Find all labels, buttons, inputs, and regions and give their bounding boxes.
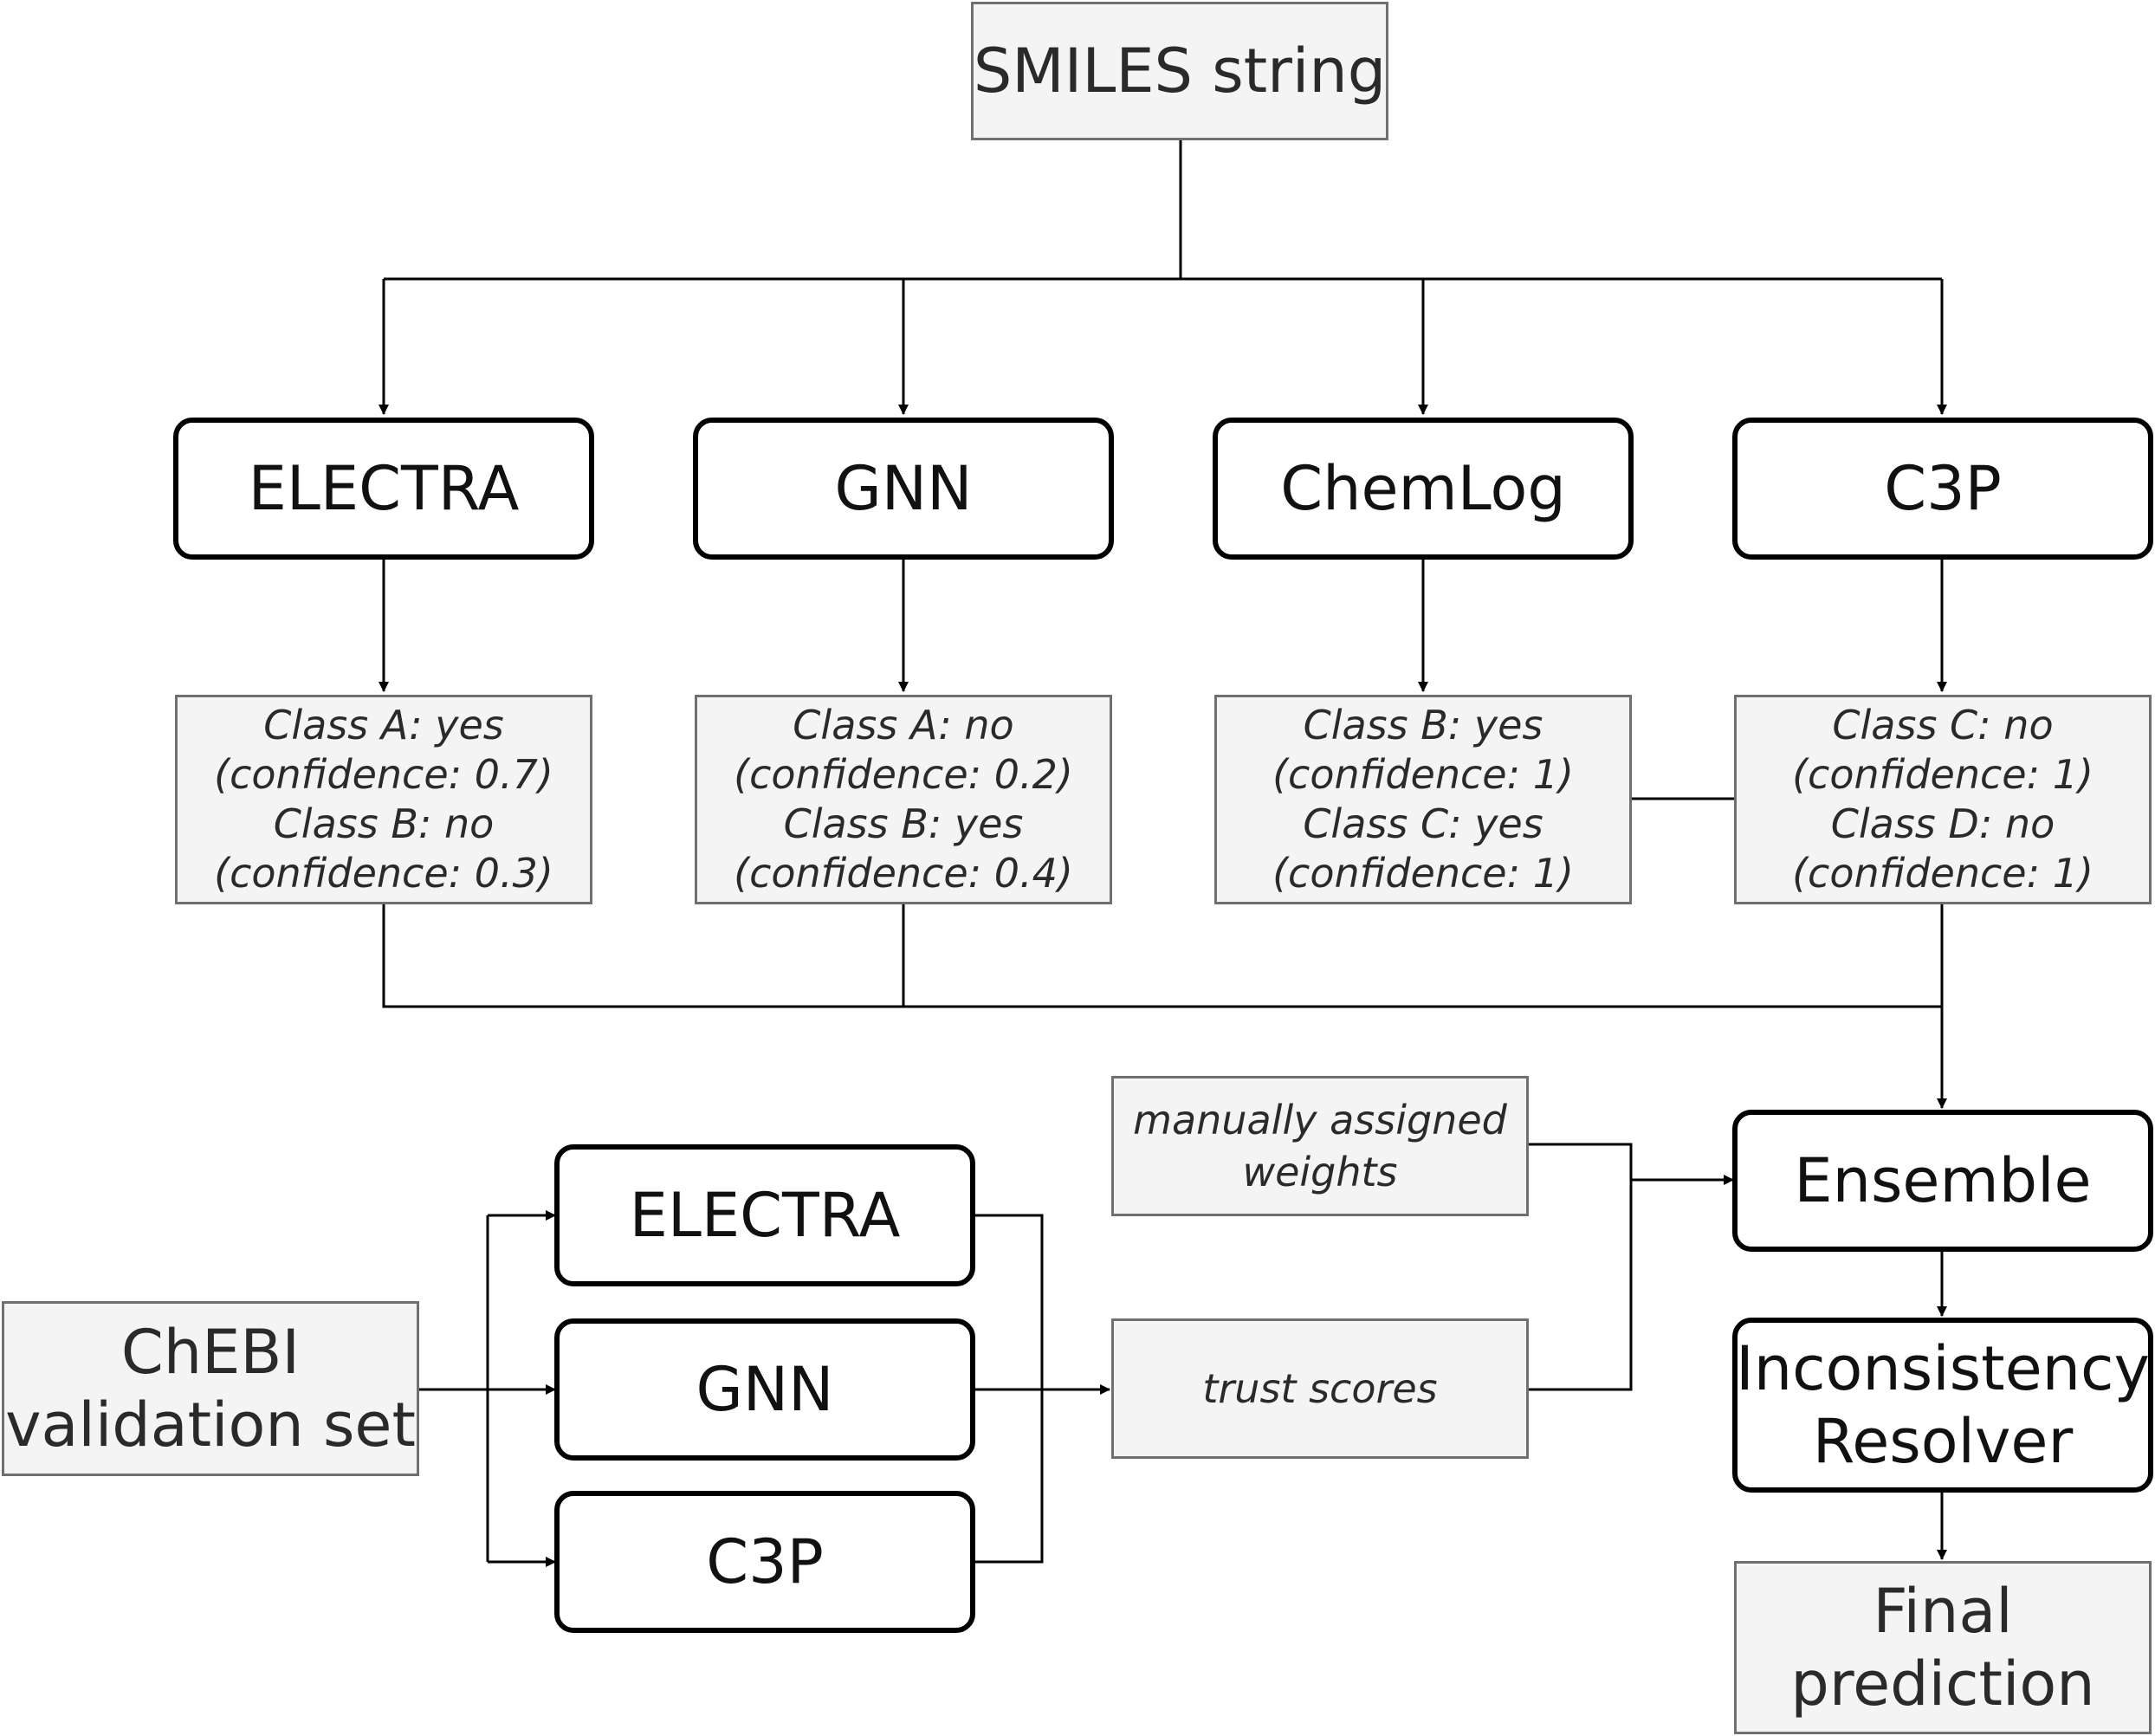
output-line: (confidence: 1) <box>1272 751 1574 798</box>
output-line: Class B: yes <box>783 800 1024 847</box>
model-label: ELECTRA <box>248 453 520 524</box>
validation-model-c3p: C3P <box>554 1491 975 1633</box>
validation-model-label: C3P <box>706 1526 824 1597</box>
chebi-line: validation set <box>5 1389 416 1461</box>
model-label: C3P <box>1884 453 2002 524</box>
output-line: (confidence: 1) <box>1272 850 1574 897</box>
chebi-line: ChEBI <box>120 1317 301 1388</box>
final-prediction-node: Final prediction <box>1734 1561 2152 1734</box>
validation-model-electra: ELECTRA <box>554 1144 975 1286</box>
output-line: Class D: no <box>1830 800 2055 847</box>
validation-model-label: GNN <box>696 1354 834 1425</box>
output-line: Class B: no <box>273 800 495 847</box>
smiles-input-node: SMILES string <box>971 2 1388 140</box>
edge-outputs-merge <box>382 903 1942 1008</box>
ensemble-label: Ensemble <box>1794 1145 2092 1216</box>
output-line: (confidence: 0.4) <box>734 850 1073 897</box>
weights-line: weights <box>1242 1149 1398 1195</box>
resolver-node: Inconsistency Resolver <box>1732 1318 2153 1493</box>
output-node-chemlog: Class B: yes (confidence: 1) Class C: ye… <box>1214 695 1632 904</box>
validation-model-label: ELECTRA <box>629 1180 901 1251</box>
trust-scores-label: trust scores <box>1202 1365 1438 1412</box>
weights-node: manually assigned weights <box>1111 1076 1529 1216</box>
edge-weights-junction <box>1527 1143 1633 1391</box>
final-line: Final <box>1873 1576 2013 1647</box>
model-node-gnn: GNN <box>693 418 1114 560</box>
trust-scores-node: trust scores <box>1111 1318 1529 1459</box>
edge-smiles-trunk <box>384 140 1942 281</box>
output-node-gnn: Class A: no (confidence: 0.2) Class B: y… <box>695 695 1112 904</box>
edge-validation-merge <box>973 1214 1044 1564</box>
output-line: (confidence: 1) <box>1792 751 2094 798</box>
output-line: (confidence: 0.3) <box>214 850 553 897</box>
output-line: (confidence: 1) <box>1792 850 2094 897</box>
resolver-line: Inconsistency <box>1736 1333 2150 1404</box>
final-line: prediction <box>1790 1649 2095 1720</box>
output-line: Class B: yes <box>1303 702 1543 748</box>
output-line: Class C: no <box>1832 702 2054 748</box>
output-line: (confidence: 0.7) <box>214 751 553 798</box>
ensemble-node: Ensemble <box>1732 1110 2153 1252</box>
output-node-electra: Class A: yes (confidence: 0.7) Class B: … <box>175 695 592 904</box>
resolver-line: Resolver <box>1812 1406 2074 1477</box>
output-line: Class A: no <box>793 702 1014 748</box>
model-node-chemlog: ChemLog <box>1213 418 1634 560</box>
output-line: Class C: yes <box>1303 800 1543 847</box>
edge-chebi-split <box>418 1215 489 1562</box>
weights-line: manually assigned <box>1133 1097 1507 1143</box>
output-line: Class A: yes <box>263 702 504 748</box>
validation-model-gnn: GNN <box>554 1318 975 1461</box>
output-line: (confidence: 0.2) <box>734 751 1073 798</box>
model-label: ChemLog <box>1280 453 1566 524</box>
model-node-electra: ELECTRA <box>173 418 594 560</box>
model-label: GNN <box>834 453 973 524</box>
model-node-c3p: C3P <box>1732 418 2153 560</box>
output-node-c3p: Class C: no (confidence: 1) Class D: no … <box>1734 695 2152 904</box>
smiles-input-label: SMILES string <box>973 36 1387 107</box>
chebi-validation-node: ChEBI validation set <box>2 1301 419 1476</box>
